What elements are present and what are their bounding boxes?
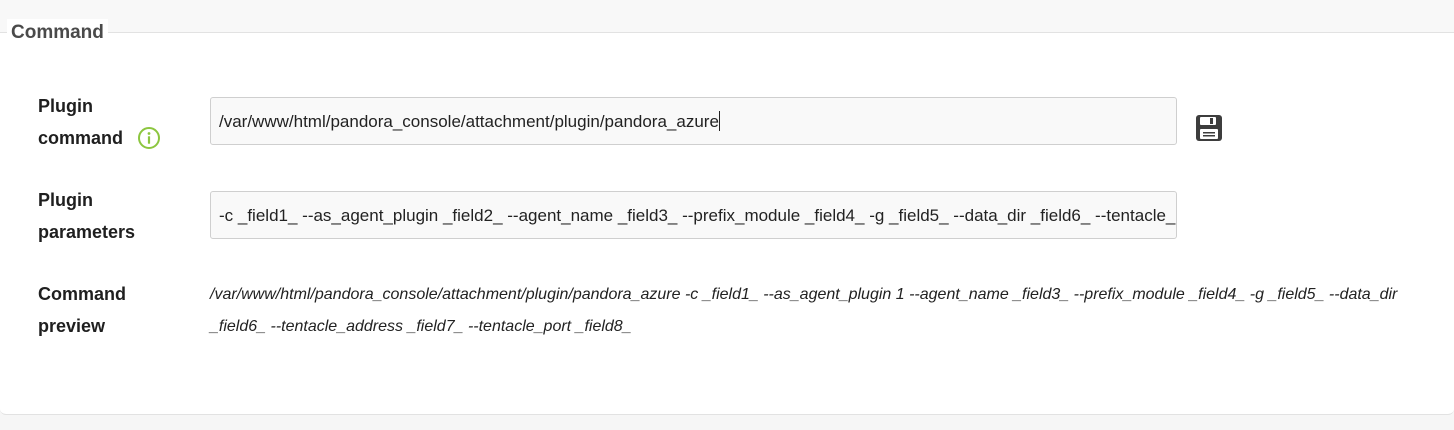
- command-preview-label-line2: preview: [38, 316, 106, 336]
- command-preview-label: Command preview: [38, 278, 188, 342]
- info-icon[interactable]: [137, 126, 161, 150]
- text-caret: [718, 111, 720, 131]
- plugin-parameters-label-line1: Plugin: [38, 190, 93, 210]
- plugin-parameters-label-line2: parameters: [38, 222, 136, 242]
- command-preview-label-line1: Command: [38, 284, 127, 304]
- command-preview-line1: /var/www/html/pandora_console/attachment…: [210, 286, 1398, 303]
- plugin-command-label: Plugin command: [38, 90, 188, 154]
- command-preview-text: /var/www/html/pandora_console/attachment…: [210, 279, 1435, 343]
- plugin-command-value: /var/www/html/pandora_console/attachment…: [219, 112, 719, 131]
- section-header-background: [0, 0, 1454, 32]
- plugin-parameters-value: -c _field1_ --as_agent_plugin _field2_ -…: [219, 206, 1176, 225]
- section-title: Command: [7, 19, 108, 47]
- plugin-command-label-line1: Plugin: [38, 96, 93, 116]
- plugin-parameters-input[interactable]: -c _field1_ --as_agent_plugin _field2_ -…: [210, 191, 1177, 239]
- plugin-parameters-label: Plugin parameters: [38, 184, 188, 248]
- command-preview-line2: _field6_ --tentacle_address _field7_ --t…: [210, 318, 632, 335]
- save-icon[interactable]: [1195, 114, 1223, 142]
- plugin-command-label-line2: command: [38, 128, 124, 148]
- plugin-command-input[interactable]: /var/www/html/pandora_console/attachment…: [210, 97, 1177, 145]
